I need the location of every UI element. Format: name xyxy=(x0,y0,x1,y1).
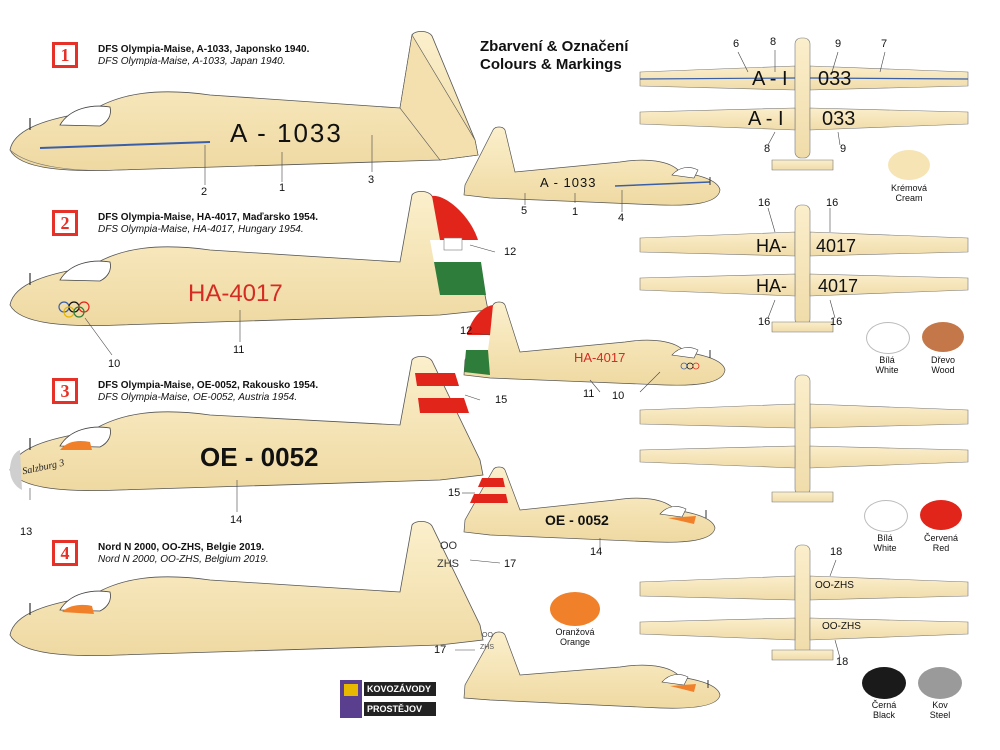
wing1-bottom-left: A - I xyxy=(748,108,784,130)
callout-4-small: 4 xyxy=(618,212,625,224)
callout-12-small: 12 xyxy=(460,325,473,337)
callout-10-small: 10 xyxy=(612,390,625,402)
scheme2-side-view xyxy=(9,190,489,327)
callout-2: 2 xyxy=(201,186,208,198)
logo-line2: PROSTĚJOV xyxy=(364,702,436,716)
leader-lines xyxy=(29,50,886,659)
scheme2-title: DFS Olympia-Maise, HA-4017, Maďarsko 195… xyxy=(98,212,319,223)
callout-14-small: 14 xyxy=(590,546,603,558)
callout-8-bottom: 8 xyxy=(764,143,771,155)
callout-1-small: 1 xyxy=(572,206,579,218)
scheme2-subtitle: DFS Olympia-Maise, HA-4017, Hungary 1954… xyxy=(98,224,304,235)
scheme4-registration-top: OO xyxy=(440,540,458,552)
small4-registration-top: OO xyxy=(482,632,493,639)
scheme2-registration: HA-4017 xyxy=(188,280,283,307)
small2-registration: HA-4017 xyxy=(574,350,626,365)
scheme3-badge: 3 xyxy=(52,378,78,404)
small4-registration-bottom: ZHS xyxy=(480,644,494,651)
callout-15-small: 15 xyxy=(448,487,461,499)
swatch-orange xyxy=(550,592,600,626)
scheme4-subtitle: Nord N 2000, OO-ZHS, Belgium 2019. xyxy=(98,554,269,565)
wing1-bottom-right: 033 xyxy=(822,108,856,130)
wing2-top-left: HA- xyxy=(756,236,787,256)
swatch-black xyxy=(862,667,906,699)
callout-9: 9 xyxy=(835,38,842,50)
wing-plans xyxy=(639,37,969,661)
header-czech: Zbarvení & Označení xyxy=(480,38,629,55)
scheme4-small-side xyxy=(463,631,721,709)
callout-8: 8 xyxy=(770,36,777,48)
wing1-top-right: 033 xyxy=(818,68,852,90)
callout-11-small: 11 xyxy=(583,388,595,400)
small1-registration: A - 1033 xyxy=(540,175,597,190)
scheme2-small-side xyxy=(463,301,726,386)
scheme3-side-view xyxy=(9,355,484,492)
callout-5-small: 5 xyxy=(521,205,528,217)
callout-14: 14 xyxy=(230,514,243,526)
wing4-bottom-registration: OO-ZHS xyxy=(822,621,861,632)
callout-18-b: 18 xyxy=(836,656,849,668)
swatch-red xyxy=(920,500,962,530)
swatch-white-1 xyxy=(866,322,910,354)
callout-15: 15 xyxy=(495,394,508,406)
scheme3-registration: OE - 0052 xyxy=(200,442,319,472)
scheme4-registration-bottom: ZHS xyxy=(437,558,459,570)
page-header: Zbarvení & Označení Colours & Markings xyxy=(480,38,628,74)
scheme2-badge: 2 xyxy=(52,210,78,236)
scheme1-side-view xyxy=(9,30,479,172)
swatch-wood xyxy=(922,322,964,352)
callout-16-d: 16 xyxy=(830,316,843,328)
scheme1-small-side xyxy=(463,126,721,206)
scheme3-subtitle: DFS Olympia-Maise, OE-0052, Austria 1954… xyxy=(98,392,298,403)
callout-9-bottom: 9 xyxy=(840,143,847,155)
wing2-bottom-right: 4017 xyxy=(818,276,859,296)
logo-line1: KOVOZÁVODY xyxy=(364,682,436,696)
wing1-top-left: A - I xyxy=(752,68,788,90)
callout-6: 6 xyxy=(733,38,740,50)
callout-17: 17 xyxy=(504,558,517,570)
swatch-steel xyxy=(918,667,962,699)
callout-12: 12 xyxy=(504,246,517,258)
wing4-top-registration: OO-ZHS xyxy=(815,580,854,591)
callout-7: 7 xyxy=(881,38,888,50)
callout-16-b: 16 xyxy=(826,197,839,209)
callout-1: 1 xyxy=(279,182,286,194)
scheme4-badge: 4 xyxy=(52,540,78,566)
callout-3: 3 xyxy=(368,174,375,186)
scheme1-badge: 1 xyxy=(52,42,78,68)
header-english: Colours & Markings xyxy=(480,56,622,73)
scheme1-title: DFS Olympia-Maise, A-1033, Japonsko 1940… xyxy=(98,44,310,55)
callout-18-a: 18 xyxy=(830,546,843,558)
callout-11: 11 xyxy=(233,344,245,356)
small3-registration: OE - 0052 xyxy=(545,512,609,528)
callout-16-a: 16 xyxy=(758,197,771,209)
scheme4-side-view xyxy=(9,520,484,657)
scheme1-registration: A - 1033 xyxy=(230,118,343,148)
swatch-white-2 xyxy=(864,500,908,532)
wing2-top-right: 4017 xyxy=(816,236,857,256)
scheme4-title: Nord N 2000, OO-ZHS, Belgie 2019. xyxy=(98,542,265,553)
scheme3-title: DFS Olympia-Maise, OE-0052, Rakousko 195… xyxy=(98,380,319,391)
kovozavody-logo: KOVOZÁVODY PROSTĚJOV xyxy=(340,680,436,720)
callout-10: 10 xyxy=(108,358,121,370)
callout-16-c: 16 xyxy=(758,316,771,328)
scheme3-small-side xyxy=(463,466,716,543)
callout-13: 13 xyxy=(20,526,33,538)
callout-17-small: 17 xyxy=(434,644,447,656)
swatch-cream xyxy=(888,150,930,180)
scheme1-subtitle: DFS Olympia-Maise, A-1033, Japan 1940. xyxy=(98,56,286,67)
wing2-bottom-left: HA- xyxy=(756,276,787,296)
